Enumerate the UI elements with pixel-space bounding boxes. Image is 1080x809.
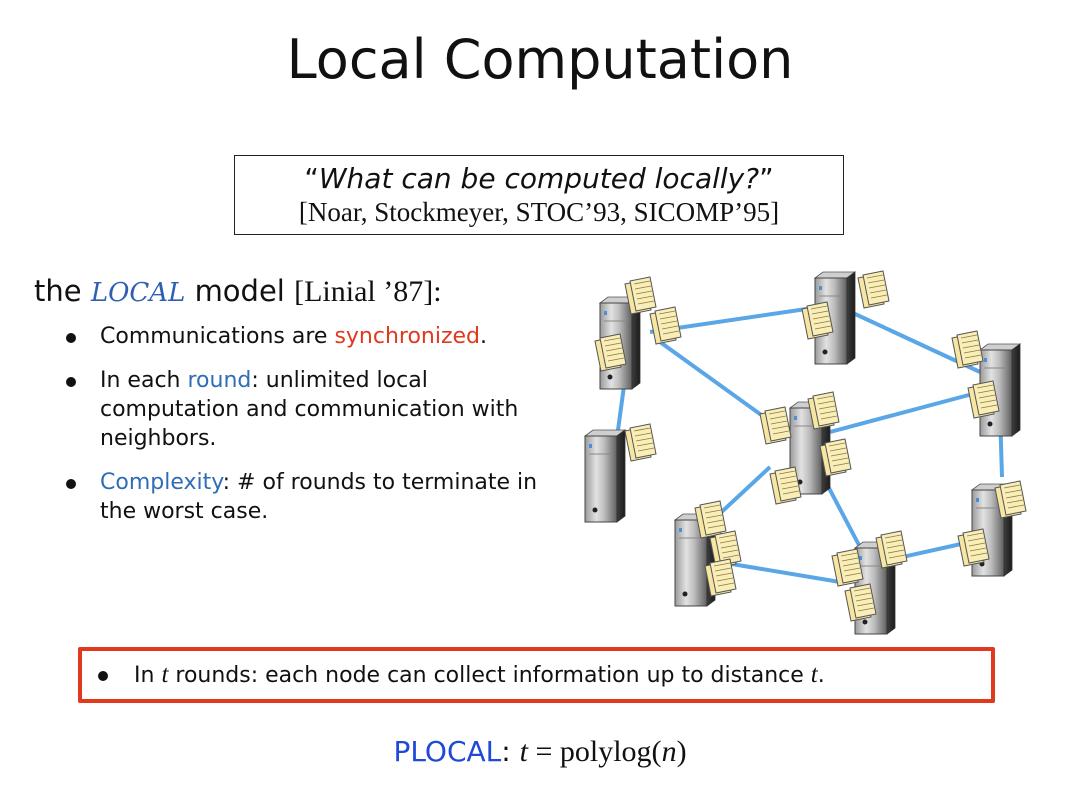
bullet-dot [66, 479, 76, 489]
bullet-synchronized: Communications are synchronized. [60, 322, 570, 351]
callout-text: In [134, 663, 162, 688]
bullet-text: Communications are [100, 324, 335, 349]
bullet-round: In each round: unlimited local computati… [60, 366, 570, 453]
server-node-2 [801, 270, 890, 365]
plocal-definition: PLOCAL: t = polylog(n) [0, 735, 1080, 769]
server-node-4 [759, 391, 852, 505]
bullet-highlight: synchronized [334, 324, 481, 349]
slide-title: Local Computation [286, 28, 794, 91]
formula-var-t: t [519, 735, 528, 768]
bullet-dot [98, 671, 108, 681]
document-stack-icon [875, 530, 908, 569]
model-suffix: model [194, 274, 285, 308]
document-stack-icon [857, 270, 890, 309]
bullet-highlight: round [187, 368, 252, 393]
quote-reference: [Noar, Stockmeyer, STOC’93, SICOMP’95] [298, 197, 780, 227]
bullet-text: In each [100, 368, 188, 393]
network-edge [719, 560, 841, 584]
server-node-7 [674, 500, 742, 607]
document-stack-icon [624, 276, 657, 315]
bullet-text: . [480, 324, 488, 349]
model-prefix: the [34, 274, 82, 308]
bullet-dot [66, 377, 76, 387]
formula-text: = polylog( [527, 735, 662, 768]
server-node-1 [594, 276, 682, 390]
document-stack-icon [951, 330, 984, 369]
document-stack-icon [769, 466, 802, 505]
document-stack-icon [807, 391, 840, 430]
document-stack-icon [759, 406, 792, 445]
server-node-6 [957, 480, 1027, 577]
model-heading: the LOCAL model [Linial ’87]: [34, 274, 442, 309]
quote-question: What can be computed locally? [318, 162, 760, 195]
quote-close: ” [759, 162, 774, 195]
bullet-text: : unlimited local computation and commun… [100, 368, 519, 451]
network-edge [829, 390, 981, 434]
formula-var-n: n [661, 735, 677, 768]
local-model-name: LOCAL [90, 278, 186, 308]
callout-box: In t rounds: each node can collect infor… [78, 647, 995, 703]
plocal-label: PLOCAL [393, 735, 502, 768]
quote-open: “ [304, 162, 319, 195]
plocal-formula: t = polylog(n) [520, 735, 687, 768]
network-diagram [584, 270, 1027, 635]
server-node-3 [951, 330, 1021, 437]
bullet-dot [66, 333, 76, 343]
formula-text: ) [676, 735, 687, 768]
bullet-complexity: Complexity: # of rounds to terminate in … [60, 468, 570, 526]
bullet-highlight: Complexity [100, 470, 223, 495]
document-stack-icon [624, 423, 657, 462]
plocal-colon: : [501, 735, 520, 768]
quote-text: “What can be computed locally?” [235, 162, 843, 196]
server-node-5 [584, 423, 657, 523]
callout-var-t: t [810, 661, 818, 688]
document-stack-icon [649, 306, 682, 345]
callout-var-t: t [161, 661, 169, 688]
callout-text: . [817, 663, 825, 688]
linial-citation: [Linial ’87]: [294, 275, 442, 308]
bullet-text: : # of rounds to terminate in the worst … [100, 470, 538, 524]
quote-box: “What can be computed locally?” [Noar, S… [234, 155, 844, 235]
document-stack-icon [694, 500, 727, 539]
server-node-8 [831, 530, 908, 635]
server-tower-icon [584, 429, 626, 523]
bullet-list: Communications are synchronized. In each… [60, 322, 570, 541]
callout-text: rounds: each node can collect informatio… [168, 663, 811, 688]
